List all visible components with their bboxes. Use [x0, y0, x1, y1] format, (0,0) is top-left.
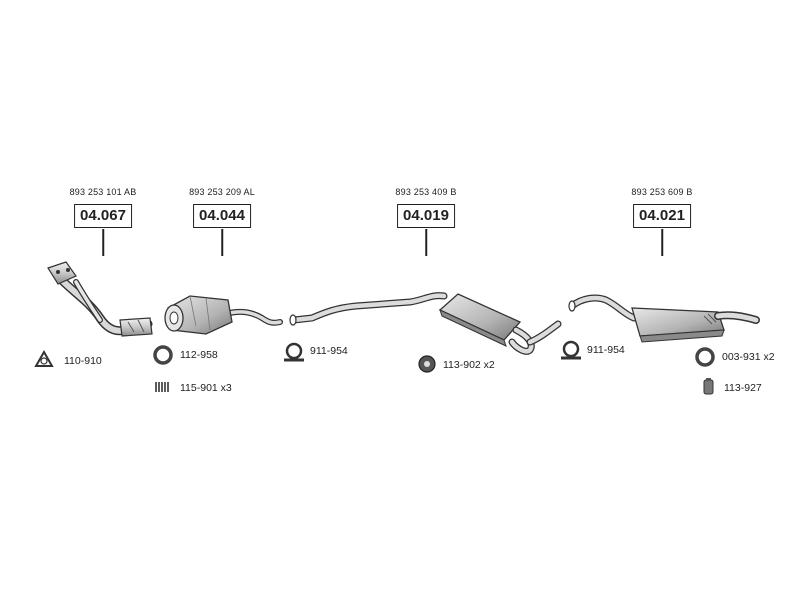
accessory-label-115-901: 115-901 x3: [180, 382, 232, 394]
accessory-label-113-927: 113-927: [724, 382, 762, 394]
front-pipe-icon[interactable]: [47, 261, 153, 337]
catalytic-converter-icon[interactable]: [164, 295, 283, 335]
rear-silencer-icon[interactable]: [568, 294, 760, 343]
part-number-box-4[interactable]: 04.021: [633, 204, 691, 228]
clamp-icon[interactable]: [284, 342, 304, 362]
oe-number-1: 893 253 101 AB: [69, 187, 137, 197]
part-number-box-3[interactable]: 04.019: [397, 204, 455, 228]
ring-gasket-icon-2[interactable]: [695, 347, 715, 367]
hanger-icon[interactable]: [703, 378, 714, 395]
ring-gasket-icon[interactable]: [153, 345, 173, 365]
rubber-mount-icon[interactable]: [418, 355, 436, 373]
oe-number-3: 893 253 409 B: [395, 187, 457, 197]
accessory-label-112-958: 112-958: [180, 349, 218, 361]
clamp-icon-2[interactable]: [561, 340, 581, 360]
middle-silencer-icon[interactable]: [289, 292, 562, 355]
accessory-label-113-902: 113-902 x2: [443, 359, 495, 371]
leader-line-3: [425, 229, 427, 256]
part-number-box-1[interactable]: 04.067: [74, 204, 132, 228]
accessory-label-911-954-a: 911-954: [310, 345, 348, 357]
leader-line-1: [102, 229, 104, 256]
oe-number-2: 893 253 209 AL: [189, 187, 255, 197]
leader-line-2: [221, 229, 223, 256]
gasket-icon[interactable]: [34, 349, 54, 367]
leader-line-4: [661, 229, 663, 256]
accessory-label-911-954-b: 911-954: [587, 344, 625, 356]
accessory-label-110-910: 110-910: [64, 355, 102, 367]
spring-icon[interactable]: [155, 382, 169, 392]
part-number-box-2[interactable]: 04.044: [193, 204, 251, 228]
accessory-label-003-931: 003-931 x2: [722, 351, 775, 363]
oe-number-4: 893 253 609 B: [631, 187, 693, 197]
